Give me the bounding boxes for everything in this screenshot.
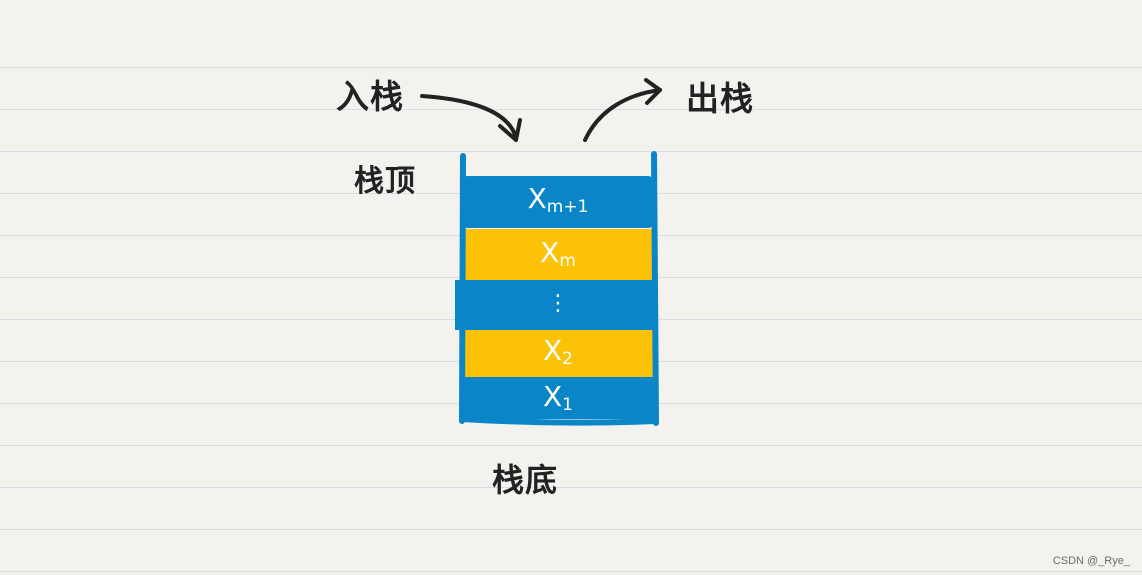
layer-label-xm: Xm — [540, 236, 576, 271]
stack-left-wall — [459, 153, 466, 424]
layer-label-xm-plus-1: Xm+1 — [527, 182, 589, 217]
stack-top-label: 栈顶 — [354, 164, 416, 199]
push-arrowhead — [498, 118, 522, 142]
stack-layer-2 — [462, 229, 654, 280]
watermark-text: CSDN @_Rye_ — [1052, 555, 1130, 567]
stack-layer-1 — [462, 176, 654, 228]
pop-arrow — [583, 88, 662, 142]
layer-label-x2: X2 — [542, 334, 573, 369]
layer-label-x1: X1 — [542, 380, 573, 415]
layer-label-ellipsis: ⋮ — [547, 291, 569, 316]
stack-layer-3 — [455, 280, 654, 330]
stack-bottom-label: 栈底 — [492, 461, 559, 499]
push-arrow — [420, 94, 518, 140]
stack-bottom-wall — [459, 416, 659, 426]
pop-label: 出栈 — [686, 79, 754, 118]
pop-arrowhead — [644, 78, 662, 105]
push-label: 入栈 — [336, 77, 404, 116]
stack-layer-5 — [462, 377, 654, 419]
stack-right-wall — [651, 151, 659, 426]
stack-layer-4 — [462, 330, 654, 377]
